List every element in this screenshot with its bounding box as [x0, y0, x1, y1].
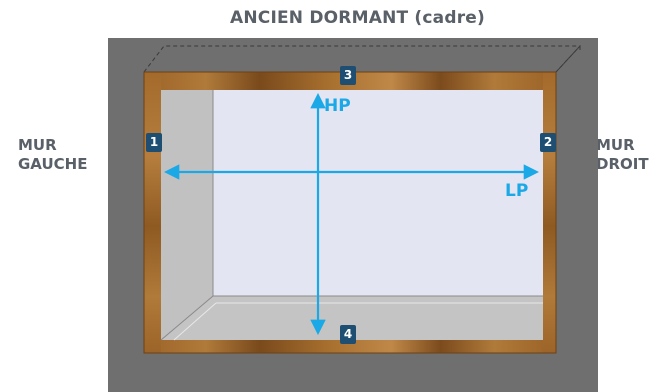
opening-left-side: [161, 90, 213, 340]
frame-left: [144, 72, 161, 353]
marker-badge-2: 2: [540, 133, 556, 152]
right-wall-label-line1: MUR: [596, 136, 635, 154]
diagram-title: ANCIEN DORMANT (cadre): [230, 8, 485, 28]
marker-badge-3: 3: [340, 66, 356, 85]
opening-floor: [161, 296, 543, 340]
frame-right: [543, 72, 556, 353]
frame-depth-outline: [143, 45, 582, 73]
left-wall-label-line1: MUR: [18, 136, 57, 154]
left-wall-label-line2: GAUCHE: [18, 155, 88, 173]
frame-bottom: [144, 340, 556, 353]
right-wall-label-line2: DROIT: [596, 155, 649, 173]
marker-badge-1: 1: [146, 133, 162, 152]
left-wall-label: MUR GAUCHE: [18, 136, 87, 174]
opening-edges: [160, 90, 543, 341]
width-label: LP: [505, 181, 529, 201]
marker-badge-4: 4: [340, 325, 356, 344]
right-wall-label: MUR DROIT: [596, 136, 649, 174]
height-label: HP: [324, 96, 351, 116]
